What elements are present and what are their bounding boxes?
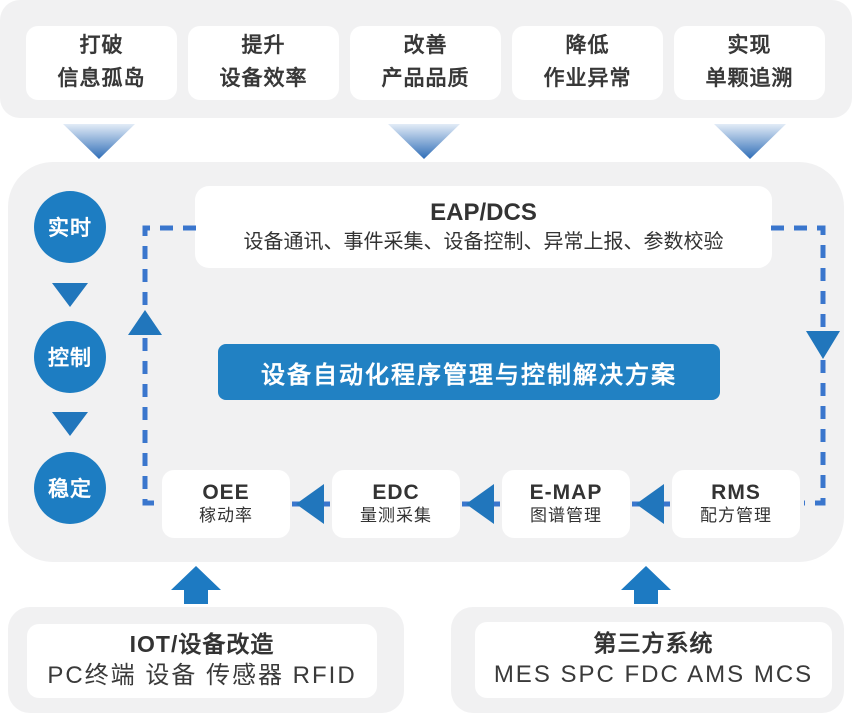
cycle-step-label: 稳定 <box>48 478 92 501</box>
eap-dcs-card: EAP/DCS 设备通讯、事件采集、设备控制、异常上报、参数校验 <box>195 186 772 268</box>
benefit-line: 产品品质 <box>381 67 470 90</box>
module-card-edc: EDC 量测采集 <box>332 470 460 538</box>
source-card-thirdparty: 第三方系统 MES SPC FDC AMS MCS <box>475 622 832 698</box>
module-title: E-MAP <box>529 480 603 504</box>
flow-down-arrow-icon <box>388 124 460 159</box>
source-panel-thirdparty: 第三方系统 MES SPC FDC AMS MCS <box>451 607 844 713</box>
benefit-line: 降低 <box>565 34 610 58</box>
source-up-arrow-icon <box>621 566 671 604</box>
source-subtitle: MES SPC FDC AMS MCS <box>493 661 814 689</box>
benefit-card-efficiency: 提升 设备效率 <box>188 26 339 100</box>
source-panel-iot: IOT/设备改造 PC终端 设备 传感器 RFID <box>8 607 404 713</box>
module-title: OEE <box>202 480 250 504</box>
module-subtitle: 图谱管理 <box>530 506 602 526</box>
benefit-line: 设备效率 <box>219 67 308 90</box>
benefit-line: 作业异常 <box>543 67 632 90</box>
source-subtitle: PC终端 设备 传感器 RFID <box>47 662 357 690</box>
benefit-line: 打破 <box>79 34 124 58</box>
module-card-rms: RMS 配方管理 <box>672 470 800 538</box>
benefit-line: 实现 <box>727 34 772 58</box>
module-subtitle: 稼动率 <box>199 506 253 526</box>
cycle-step-control: 控制 <box>34 321 106 393</box>
cycle-step-stable: 稳定 <box>34 452 106 524</box>
module-subtitle: 量测采集 <box>360 506 432 526</box>
benefits-bar: 打破 信息孤岛 提升 设备效率 改善 产品品质 降低 作业异常 实现 单颗追溯 <box>0 0 852 118</box>
source-up-arrow-icon <box>171 566 221 604</box>
eap-dcs-title: EAP/DCS <box>430 198 537 226</box>
flow-down-arrow-icon <box>63 124 135 159</box>
module-card-emap: E-MAP 图谱管理 <box>502 470 630 538</box>
benefit-card-abnormal: 降低 作业异常 <box>512 26 663 100</box>
benefit-card-trace: 实现 单颗追溯 <box>674 26 825 100</box>
cycle-step-label: 控制 <box>48 347 92 370</box>
cycle-step-label: 实时 <box>48 217 92 240</box>
source-title: 第三方系统 <box>593 630 714 657</box>
flow-down-arrow-icon <box>714 124 786 159</box>
module-card-oee: OEE 稼动率 <box>162 470 290 538</box>
solution-banner-label: 设备自动化程序管理与控制解决方案 <box>261 361 677 389</box>
benefit-card-quality: 改善 产品品质 <box>350 26 501 100</box>
cycle-step-realtime: 实时 <box>34 191 106 263</box>
module-title: EDC <box>372 480 420 504</box>
source-card-iot: IOT/设备改造 PC终端 设备 传感器 RFID <box>27 624 377 698</box>
benefit-line: 提升 <box>241 34 286 58</box>
solution-banner: 设备自动化程序管理与控制解决方案 <box>218 344 720 400</box>
benefit-line: 改善 <box>403 34 448 58</box>
source-title: IOT/设备改造 <box>129 631 275 658</box>
module-title: RMS <box>711 480 761 504</box>
eap-dcs-subtitle: 设备通讯、事件采集、设备控制、异常上报、参数校验 <box>243 230 724 253</box>
module-subtitle: 配方管理 <box>700 506 772 526</box>
benefit-line: 信息孤岛 <box>57 67 146 90</box>
benefit-card-info-silo: 打破 信息孤岛 <box>26 26 177 100</box>
benefit-line: 单颗追溯 <box>705 67 794 90</box>
